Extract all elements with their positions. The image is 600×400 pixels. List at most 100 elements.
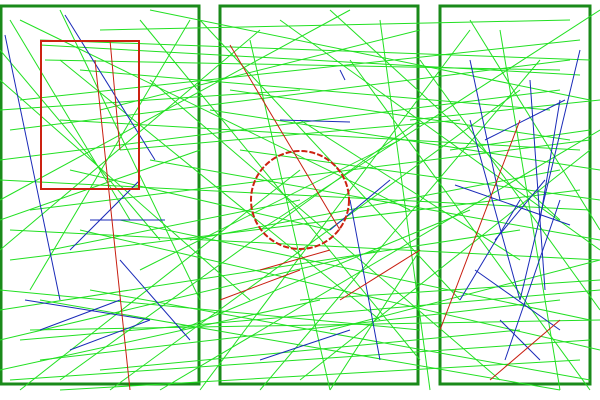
blue-line-22 bbox=[519, 49, 581, 301]
green-line-61 bbox=[119, 119, 461, 151]
green-line-11 bbox=[39, 299, 561, 361]
green-line-36 bbox=[0, 9, 351, 201]
blue-line-19 bbox=[539, 99, 561, 221]
green-line-21 bbox=[99, 19, 571, 31]
blue-line-25 bbox=[339, 69, 346, 81]
green-line-53 bbox=[0, 149, 201, 221]
green-line-31 bbox=[139, 19, 421, 361]
blue-line-8 bbox=[69, 319, 151, 351]
green-line-25 bbox=[249, 39, 331, 391]
blue-line-1 bbox=[4, 34, 61, 301]
green-line-64 bbox=[9, 19, 131, 221]
green-line-15 bbox=[0, 289, 421, 331]
red-line-1 bbox=[94, 59, 131, 391]
green-line-41 bbox=[299, 149, 591, 381]
green-line-28 bbox=[279, 19, 600, 251]
green-line-7 bbox=[29, 139, 591, 211]
green-line-43 bbox=[179, 209, 471, 331]
green-line-54 bbox=[299, 279, 600, 301]
green-line-20 bbox=[79, 69, 551, 111]
green-line-49 bbox=[59, 59, 381, 321]
green-line-3 bbox=[44, 59, 561, 71]
blue-line-20 bbox=[459, 199, 521, 301]
green-line-74 bbox=[139, 139, 401, 271]
blue-line-11 bbox=[329, 179, 391, 231]
green-line-10 bbox=[19, 289, 600, 341]
green-line-18 bbox=[0, 179, 591, 211]
green-line-73 bbox=[299, 119, 521, 261]
green-line-67 bbox=[329, 259, 600, 331]
green-line-60 bbox=[449, 129, 591, 151]
red-line-6 bbox=[439, 119, 521, 331]
green-line-56 bbox=[469, 19, 600, 231]
blue-line-24 bbox=[499, 319, 541, 361]
green-line-34 bbox=[109, 89, 521, 391]
green-line-13 bbox=[59, 359, 581, 391]
green-line-37 bbox=[0, 29, 261, 251]
green-line-62 bbox=[69, 169, 331, 231]
green-line-39 bbox=[199, 29, 471, 391]
green-line-32 bbox=[19, 169, 301, 391]
green-line-33 bbox=[59, 119, 421, 381]
blue-line-13 bbox=[469, 59, 501, 201]
green-line-58 bbox=[409, 99, 600, 121]
green-line-70 bbox=[149, 159, 600, 241]
green-line-42 bbox=[329, 249, 421, 391]
red-line-5 bbox=[339, 249, 421, 301]
green-line-46 bbox=[89, 289, 591, 381]
blue-line-12 bbox=[259, 329, 351, 361]
blue-line-16 bbox=[494, 179, 546, 241]
red-line-3 bbox=[229, 44, 341, 231]
green-line-12 bbox=[9, 339, 591, 381]
green-line-45 bbox=[39, 299, 561, 391]
red-line-8 bbox=[259, 249, 331, 271]
blue-line-23 bbox=[484, 99, 566, 141]
green-line-57 bbox=[499, 29, 561, 391]
green-line-17 bbox=[9, 229, 600, 261]
green-line-30 bbox=[349, 59, 591, 391]
green-line-27 bbox=[0, 49, 161, 241]
red-line-4 bbox=[219, 269, 301, 301]
green-line-66 bbox=[99, 29, 421, 111]
green-line-52 bbox=[239, 149, 600, 201]
green-line-1 bbox=[39, 39, 591, 61]
blue-line-18 bbox=[529, 79, 546, 291]
red-line-2 bbox=[109, 39, 121, 151]
blue-line-10 bbox=[349, 199, 381, 361]
green-line-22 bbox=[149, 9, 591, 101]
green-line-44 bbox=[0, 249, 381, 341]
red-line-7 bbox=[489, 319, 561, 381]
green-line-65 bbox=[259, 9, 600, 231]
red-dashed-circle bbox=[250, 150, 350, 250]
green-line-5 bbox=[9, 59, 571, 131]
blue-line-5 bbox=[119, 259, 191, 341]
green-line-63 bbox=[189, 169, 561, 241]
green-line-59 bbox=[419, 59, 600, 311]
green-line-8 bbox=[9, 189, 581, 261]
green-line-38 bbox=[29, 19, 191, 291]
blue-lines bbox=[4, 14, 581, 361]
blue-line-21 bbox=[474, 269, 561, 331]
blue-line-15 bbox=[469, 119, 521, 301]
blue-line-6 bbox=[24, 299, 151, 321]
green-noise-lines bbox=[0, 9, 600, 391]
left-panel-frame bbox=[0, 4, 201, 386]
blue-line-17 bbox=[504, 199, 561, 361]
red-rectangle bbox=[40, 40, 140, 190]
green-line-47 bbox=[119, 219, 591, 321]
green-line-69 bbox=[79, 229, 600, 351]
green-line-50 bbox=[149, 79, 501, 381]
green-line-40 bbox=[259, 59, 541, 391]
red-lines bbox=[94, 39, 561, 391]
green-line-29 bbox=[329, 9, 561, 221]
blue-line-4 bbox=[69, 179, 141, 251]
green-line-72 bbox=[229, 89, 571, 141]
green-line-75 bbox=[49, 199, 301, 251]
green-line-19 bbox=[59, 119, 581, 151]
blue-line-7 bbox=[39, 299, 121, 331]
green-line-68 bbox=[0, 299, 321, 371]
green-line-4 bbox=[19, 39, 581, 101]
blue-line-9 bbox=[279, 119, 351, 123]
green-line-6 bbox=[0, 89, 561, 161]
